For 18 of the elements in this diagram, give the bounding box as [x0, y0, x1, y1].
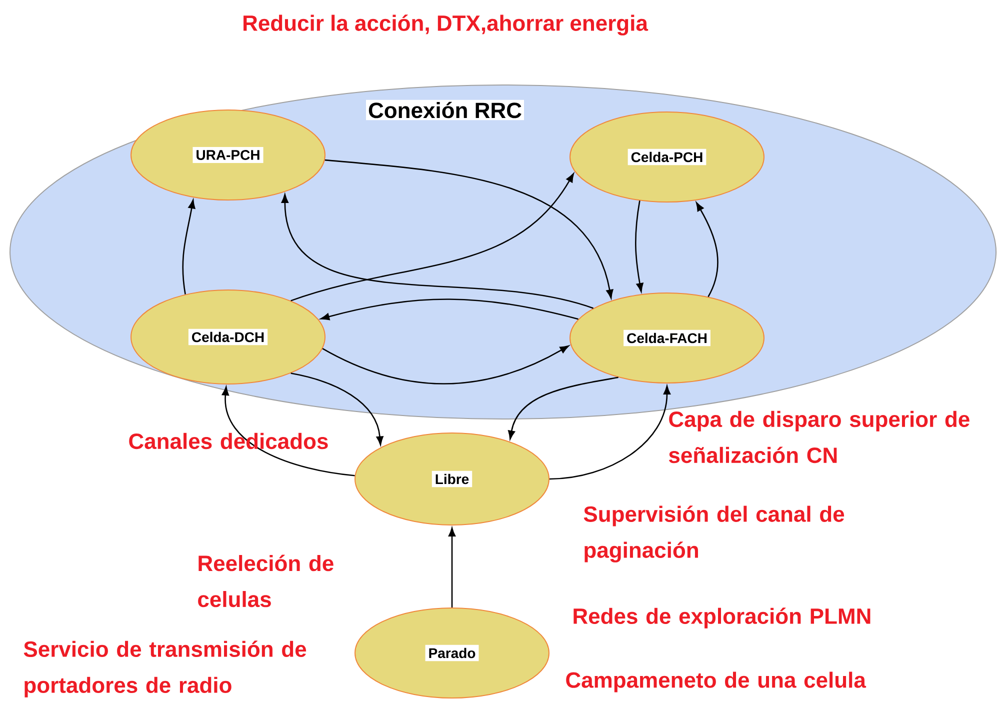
arrow [322, 345, 569, 384]
arrow [222, 386, 355, 476]
arrow [696, 202, 718, 298]
arrow [448, 528, 456, 608]
arrow [324, 159, 614, 298]
note-text: Redes de exploración PLMN [574, 608, 870, 628]
note-text: Servicio de transmisión de portadores de radio [24, 640, 306, 698]
arrow [635, 200, 644, 292]
arrow [290, 372, 384, 446]
arrow [508, 376, 618, 440]
note-text: Supervisión del canal de paginación [584, 506, 844, 562]
arrow [281, 194, 594, 309]
arrow [320, 298, 578, 320]
arrow [549, 386, 671, 480]
title: Reducir la acción, DTX,ahorrar energia [244, 14, 648, 36]
arrow [182, 200, 196, 294]
arrow [290, 173, 574, 302]
note-text: Reeleción de celulas [198, 554, 334, 608]
